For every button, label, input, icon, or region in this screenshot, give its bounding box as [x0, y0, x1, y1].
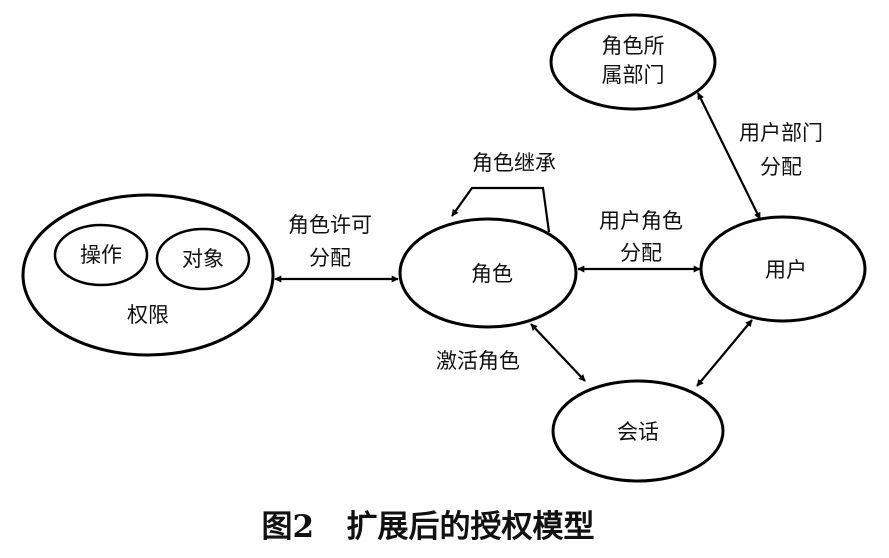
role-label: 角色 — [471, 262, 513, 286]
activate-role-label: 激活角色 — [436, 349, 520, 373]
permission-assign-label-line2: 分配 — [309, 246, 351, 270]
operation-node: 操作 — [53, 223, 149, 287]
figure-caption: 图2 扩展后的授权模型 — [262, 509, 595, 545]
user-role-assign-edge: 用户角色 分配 — [577, 209, 701, 273]
permission-assign-label-line1: 角色许可 — [288, 213, 372, 237]
role-node: 角色 — [398, 217, 578, 329]
operation-label: 操作 — [80, 243, 122, 267]
user-session-edge — [696, 319, 753, 387]
session-node: 会话 — [551, 379, 725, 483]
object-node: 对象 — [155, 227, 251, 291]
user-dept-assign-label-line2: 分配 — [760, 155, 802, 179]
user-dept-assign-label-line1: 用户部门 — [739, 121, 823, 145]
object-label: 对象 — [182, 247, 224, 271]
department-node: 角色所 属部门 — [549, 13, 717, 111]
department-label-line2: 属部门 — [602, 63, 665, 87]
user-role-assign-label-line1: 用户角色 — [599, 209, 683, 233]
user-node: 用户 — [699, 215, 867, 323]
user-label: 用户 — [765, 258, 807, 282]
role-inherit-edge: 角色继承 — [451, 151, 556, 233]
user-role-assign-label-line2: 分配 — [620, 241, 662, 265]
permission-assign-edge: 角色许可 分配 — [274, 213, 399, 283]
user-dept-assign-edge: 用户部门 分配 — [697, 92, 823, 220]
session-label: 会话 — [617, 420, 659, 444]
department-label-line1: 角色所 — [602, 34, 665, 58]
role-inherit-label: 角色继承 — [472, 151, 556, 175]
activate-role-edge: 激活角色 — [436, 323, 586, 382]
permission-label: 权限 — [127, 303, 169, 327]
